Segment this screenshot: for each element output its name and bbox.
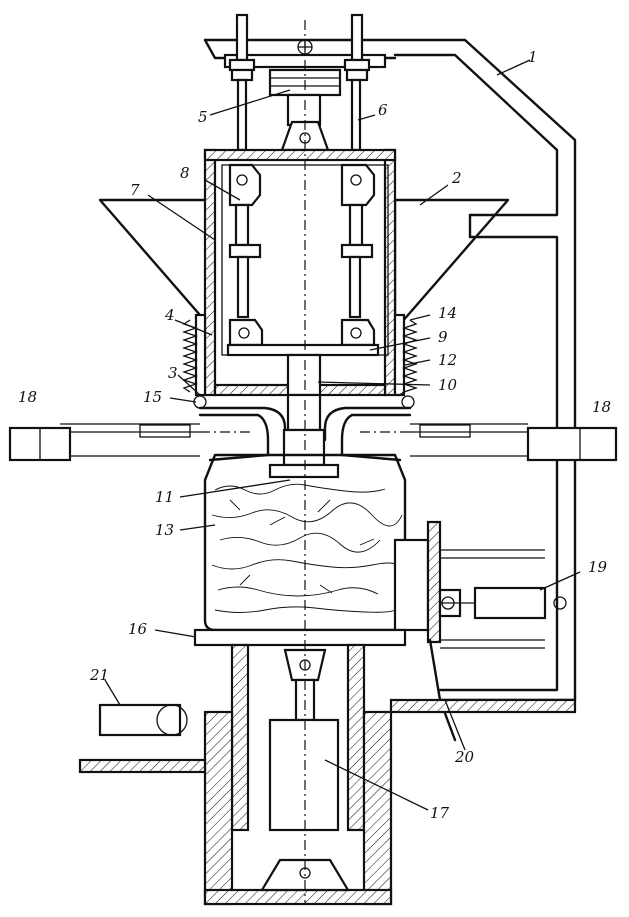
label-21: 21: [89, 666, 109, 684]
label-9: 9: [438, 328, 448, 346]
label-14: 14: [438, 304, 457, 322]
pipe: [100, 705, 187, 735]
label-20: 20: [454, 748, 475, 766]
label-6: 6: [378, 101, 388, 119]
label-7: 7: [130, 181, 140, 199]
label-19: 19: [588, 558, 608, 576]
label-16: 16: [128, 620, 148, 638]
guide-rods: [238, 70, 360, 150]
label-12: 12: [438, 351, 457, 369]
label-3: 3: [168, 364, 178, 382]
label-18-left: 18: [18, 388, 37, 406]
links: [230, 165, 374, 345]
label-11: 11: [155, 488, 174, 506]
label-1: 1: [528, 48, 538, 66]
label-17: 17: [430, 804, 450, 822]
label-8: 8: [180, 164, 190, 182]
label-10: 10: [438, 376, 458, 394]
label-4: 4: [164, 306, 175, 324]
label-18-right: 18: [592, 398, 611, 416]
label-15: 15: [143, 388, 162, 406]
label-2: 2: [451, 169, 462, 187]
label-5: 5: [198, 108, 208, 126]
label-13: 13: [155, 521, 174, 539]
